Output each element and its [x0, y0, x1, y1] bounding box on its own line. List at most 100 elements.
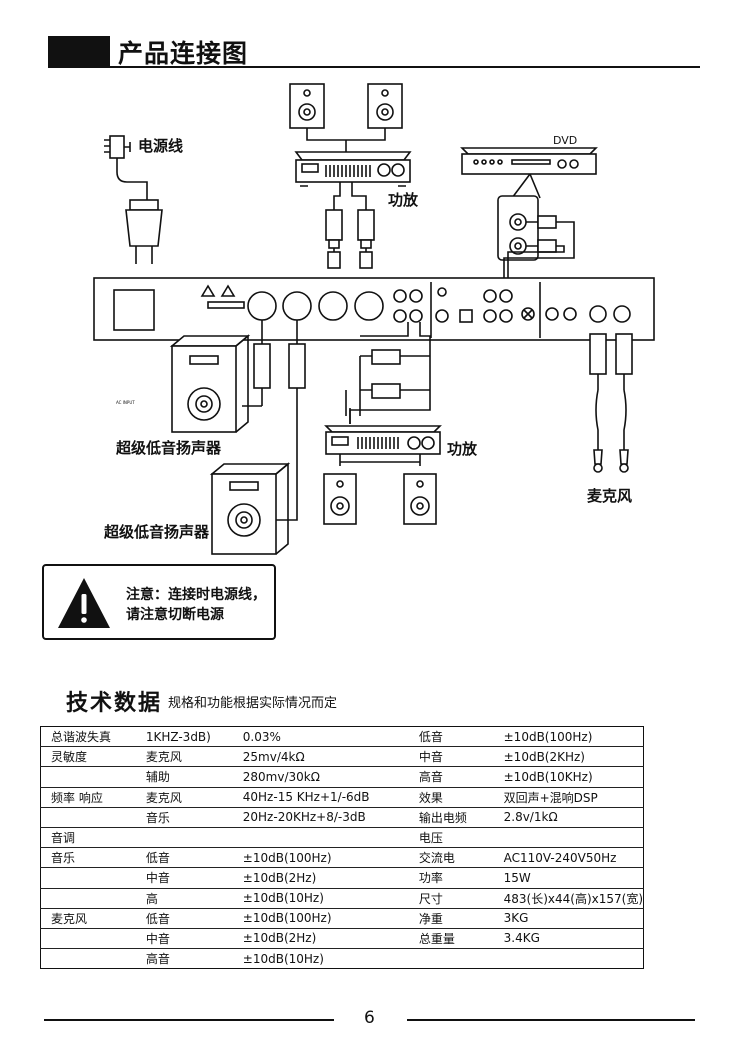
table-cell: 15W: [493, 867, 644, 889]
dvd-player-icon: [460, 147, 598, 175]
table-cell: 麦克风: [135, 746, 233, 768]
speaker-bottom-left-icon: [323, 473, 357, 525]
table-cell: 交流电: [408, 847, 494, 869]
speaker-top-right-icon: [367, 83, 403, 129]
amplifier-top-label: 功放: [388, 191, 419, 209]
table-cell: [493, 948, 644, 970]
rca-plug-right-icon: [357, 209, 375, 269]
table-cell: 总重量: [408, 928, 494, 950]
header-rule: [48, 66, 700, 68]
table-cell: 20Hz-20KHz+8/-3dB: [232, 807, 409, 828]
table-cell: 1KHZ-3dB): [135, 725, 233, 748]
table-cell: 辅助: [135, 766, 233, 788]
table-cell: ±10dB(10KHz): [493, 766, 644, 788]
table-cell: [135, 827, 233, 849]
table-cell: ±10dB(10Hz): [232, 948, 409, 970]
table-cell: [408, 948, 494, 970]
subwoofer-2-label: 超级低音扬声器: [104, 523, 210, 541]
power-plug-icon: [104, 135, 163, 264]
subwoofer-top-icon: [169, 334, 251, 433]
warning-line-1: 注意：连接时电源线，: [126, 587, 266, 603]
table-cell: 总谐波失真: [39, 725, 136, 748]
table-cell: [39, 948, 136, 970]
xlr-plug-right-icon: [288, 343, 306, 406]
table-cell: 0.03%: [232, 725, 409, 748]
table-cell: 灵敏度: [39, 746, 136, 768]
speaker-top-left-icon: [289, 83, 325, 129]
table-cell: 高音: [408, 766, 494, 788]
microphone-label: 麦克风: [587, 487, 633, 505]
table-cell: [39, 928, 136, 950]
subwoofer-bottom-icon: [209, 462, 291, 555]
rear-panel: [93, 277, 655, 341]
page-number: 6: [364, 1008, 375, 1028]
table-cell: 25mv/4kΩ: [232, 746, 409, 768]
table-row: 音调 电压: [39, 827, 644, 849]
table-cell: 3KG: [493, 908, 644, 929]
table-cell: [493, 827, 644, 849]
connection-diagram: [93, 83, 655, 555]
xlr-plug-left-icon: [253, 343, 271, 406]
table-cell: 高: [135, 888, 233, 909]
table-cell: 功率: [408, 867, 494, 889]
table-cell: ±10dB(2KHz): [493, 746, 644, 768]
table-cell: 低音: [135, 847, 233, 869]
table-cell: 中音: [135, 928, 233, 950]
table-cell: 双回声+混响DSP: [493, 787, 644, 808]
table-cell: [39, 766, 136, 788]
table-cell: ±10dB(100Hz): [232, 908, 409, 929]
rca-plug-left-icon: [325, 209, 343, 269]
table-cell: 麦克风: [39, 908, 136, 929]
table-cell: 483(长)x44(高)x157(宽): [493, 888, 644, 909]
table-cell: 低音: [408, 725, 494, 748]
ac-input-label: AC INPUT: [116, 400, 135, 405]
specs-subtitle: 规格和功能根据实际情况而定: [168, 696, 338, 711]
footer-rule-left: [44, 1019, 334, 1021]
table-cell: ±10dB(2Hz): [232, 928, 409, 950]
table-cell: AC110V-240V50Hz: [493, 847, 644, 869]
amplifier-bottom-icon: [324, 425, 442, 455]
warning-box: 注意：连接时电源线， 请注意切断电源: [42, 564, 276, 640]
table-cell: 尺寸: [408, 888, 494, 909]
table-row: 高音±10dB(10Hz): [39, 948, 644, 970]
speaker-bottom-right-icon: [403, 473, 437, 525]
table-cell: [232, 827, 409, 849]
table-cell: 频率 响应: [39, 787, 136, 808]
page-title: 产品连接图: [118, 39, 249, 68]
table-cell: 输出电频: [408, 807, 494, 828]
table-cell: [39, 867, 136, 889]
table-cell: 音调: [39, 827, 136, 849]
table-cell: 中音: [135, 867, 233, 889]
mic-a-plug-icon: [615, 333, 633, 390]
table-cell: 音乐: [39, 847, 136, 869]
table-cell: 效果: [408, 787, 494, 808]
header-block: [48, 36, 110, 66]
table-cell: 2.8v/1kΩ: [493, 807, 644, 828]
table-cell: 电压: [408, 827, 494, 849]
table-cell: 40Hz-15 KHz+1/-6dB: [232, 787, 409, 808]
table-cell: 中音: [408, 746, 494, 768]
table-cell: 低音: [135, 908, 233, 929]
table-cell: [39, 807, 136, 828]
table-cell: 高音: [135, 948, 233, 970]
mic-b-plug-icon: [589, 333, 607, 390]
specs-title: 技术数据: [66, 691, 163, 716]
table-cell: ±10dB(2Hz): [232, 867, 409, 889]
dvd-label: DVD: [553, 134, 578, 147]
table-cell: 音乐: [135, 807, 233, 828]
warning-triangle-icon: [58, 578, 110, 628]
table-cell: ±10dB(100Hz): [232, 847, 409, 869]
table-cell: ±10dB(10Hz): [232, 888, 409, 909]
table-cell: 3.4KG: [493, 928, 644, 950]
subwoofer-1-label: 超级低音扬声器: [116, 439, 222, 457]
table-cell: 麦克风: [135, 787, 233, 808]
